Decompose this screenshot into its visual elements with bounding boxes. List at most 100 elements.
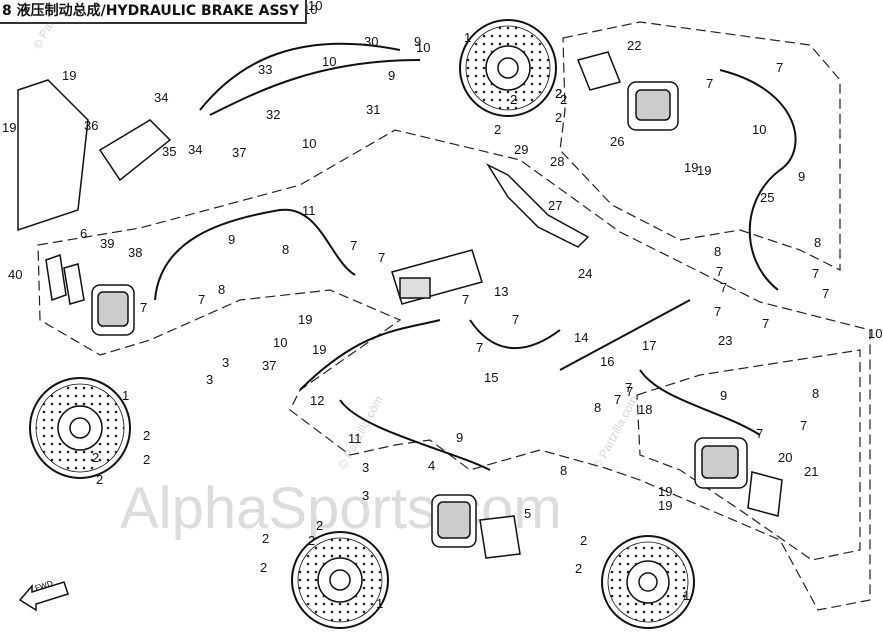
callout-c34a: 34: [154, 90, 168, 105]
callout-c4: 4: [428, 458, 435, 473]
line-17: [559, 299, 691, 371]
callout-c2f: 2: [143, 452, 150, 467]
callout-c7q: 7: [756, 426, 763, 441]
callout-c7f: 7: [512, 312, 519, 327]
callout-c8f: 8: [812, 386, 819, 401]
callout-c7j: 7: [714, 304, 721, 319]
callout-c7l: 7: [776, 60, 783, 75]
brake-disc-bottom-right: [601, 535, 695, 629]
callout-c14: 14: [574, 330, 588, 345]
callout-c10h: 10: [308, 0, 322, 13]
master-cylinder: [391, 249, 483, 305]
callout-c9d: 9: [720, 388, 727, 403]
callout-c1b: 1: [122, 388, 129, 403]
callout-c1a: 1: [464, 30, 471, 45]
brake-pad-rear-lower: [747, 471, 783, 517]
callout-c2i: 2: [316, 518, 323, 533]
callout-c6: 6: [80, 226, 87, 241]
callout-c2a: 2: [555, 86, 562, 101]
callout-c7r: 7: [800, 418, 807, 433]
callout-c3d: 3: [362, 488, 369, 503]
callout-c10f: 10: [868, 326, 882, 341]
callout-c2h: 2: [96, 472, 103, 487]
callout-c32: 32: [266, 107, 280, 122]
callout-c2m: 2: [580, 533, 587, 548]
cable-32: [209, 59, 421, 116]
callout-c7c: 7: [350, 238, 357, 253]
brake-lines: [154, 42, 797, 471]
brake-disc-bottom-center: [291, 531, 389, 629]
callout-c2n: 2: [575, 561, 582, 576]
callout-c19b: 19: [2, 120, 16, 135]
callout-c3b: 3: [206, 372, 213, 387]
line-14: [469, 319, 561, 349]
callout-c3c: 3: [362, 460, 369, 475]
callout-c37a: 37: [232, 145, 246, 160]
brake-pad-front-bottom: [479, 515, 521, 559]
callout-c13: 13: [494, 284, 508, 299]
brake-pad-left-b: [63, 263, 85, 305]
group-outlines: [37, 21, 871, 611]
callout-c2k: 2: [262, 531, 269, 546]
front-left-group-outline: [37, 129, 871, 611]
callout-c29: 29: [514, 142, 528, 157]
pedal-bracket: [17, 79, 590, 248]
callout-c7i: 7: [626, 384, 633, 399]
callout-c34b: 34: [188, 142, 202, 157]
callout-c2p: 2: [560, 92, 567, 107]
callout-c40: 40: [8, 267, 22, 282]
callout-c27: 27: [548, 198, 562, 213]
callout-c2d: 2: [494, 122, 501, 137]
callout-c8c: 8: [714, 244, 721, 259]
callout-c35: 35: [162, 144, 176, 159]
callout-c20: 20: [778, 450, 792, 465]
callout-c2e: 2: [143, 428, 150, 443]
callout-c17: 17: [642, 338, 656, 353]
callout-c7o: 7: [812, 266, 819, 281]
callout-c7g: 7: [476, 340, 483, 355]
callout-c2g: 2: [92, 450, 99, 465]
callout-c8a: 8: [218, 282, 225, 297]
callout-c9b: 9: [798, 169, 805, 184]
callout-c16: 16: [600, 354, 614, 369]
hose-12: [299, 319, 441, 391]
callout-c38: 38: [128, 245, 142, 260]
callout-c18: 18: [638, 402, 652, 417]
callout-c19g: 19: [658, 484, 672, 499]
callout-c7k: 7: [762, 316, 769, 331]
callout-c7s: 7: [625, 380, 632, 395]
cable-33: [199, 42, 401, 111]
callout-c10c: 10: [416, 40, 430, 55]
callout-c31: 31: [366, 102, 380, 117]
callout-c19c: 19: [298, 312, 312, 327]
callout-c2c: 2: [510, 92, 517, 107]
callout-c7n: 7: [720, 280, 727, 295]
callout-c3a: 3: [222, 355, 229, 370]
callout-c7h: 7: [614, 392, 621, 407]
callout-c10b: 10: [322, 54, 336, 69]
callout-c19h: 19: [658, 498, 672, 513]
callout-c7m: 7: [706, 76, 713, 91]
hose-18: [639, 369, 761, 436]
callout-c8g: 8: [560, 463, 567, 478]
callout-c10g: 10: [273, 335, 287, 350]
callout-c7a: 7: [140, 300, 147, 315]
brake-disc-top: [459, 19, 557, 117]
callout-c24: 24: [578, 266, 592, 281]
hose-25: [719, 69, 797, 291]
callout-c5: 5: [524, 506, 531, 521]
callout-c11a: 11: [302, 203, 316, 218]
callout-c39: 39: [100, 236, 114, 251]
callout-c2b: 2: [555, 110, 562, 125]
callout-c23: 23: [718, 333, 732, 348]
hose-38: [154, 208, 356, 301]
callout-c33: 33: [258, 62, 272, 77]
brake-pad-rear-upper: [576, 51, 622, 91]
callout-c19e: 19: [684, 160, 698, 175]
brake-pad-left-a: [45, 253, 67, 302]
callout-c22: 22: [627, 38, 641, 53]
callout-c2l: 2: [260, 560, 267, 575]
callout-c12: 12: [310, 393, 324, 408]
callout-c36: 36: [84, 118, 98, 133]
